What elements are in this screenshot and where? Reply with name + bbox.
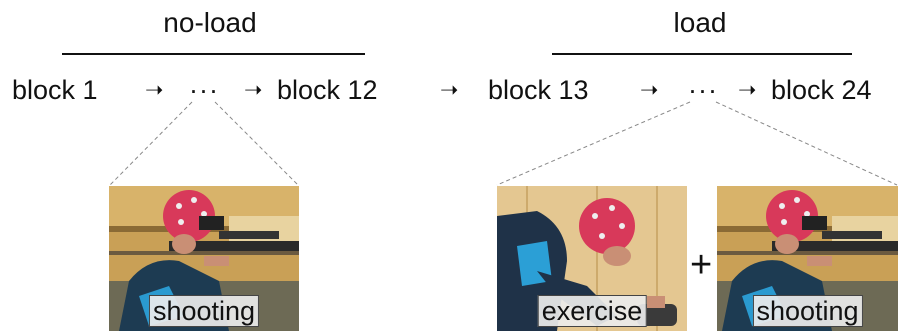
phase-load-rule — [552, 53, 852, 55]
photo-exercise-load: exercise — [497, 186, 687, 331]
plus-sign: + — [690, 244, 713, 286]
block-13-label: block 13 — [488, 75, 589, 105]
photo-shooting-noload: shooting — [109, 186, 299, 331]
guide-line — [214, 101, 299, 186]
block-24-label: block 24 — [771, 75, 872, 105]
phase-noload-label: no-load — [163, 7, 257, 38]
caption-exercise: exercise — [537, 295, 647, 327]
phase-load-label: load — [673, 7, 727, 38]
arrow-right-icon: ➝ — [738, 77, 757, 102]
guide-line — [496, 101, 691, 186]
arrow-right-icon: ➝ — [145, 77, 164, 102]
arrow-right-icon: ➝ — [440, 77, 459, 102]
caption-shooting: shooting — [148, 295, 260, 327]
arrow-right-icon: ➝ — [244, 77, 263, 102]
block-1-label: block 1 — [12, 75, 98, 105]
phase-noload-rule — [62, 53, 365, 55]
ellipsis-noload: ··· — [189, 75, 219, 105]
guide-line — [109, 101, 193, 186]
ellipsis-load: ··· — [688, 75, 718, 105]
arrow-right-icon: ➝ — [640, 77, 659, 102]
guide-line — [715, 101, 898, 186]
photo-shooting-load: shooting — [717, 186, 898, 331]
block-12-label: block 12 — [277, 75, 378, 105]
caption-shooting: shooting — [752, 295, 863, 327]
